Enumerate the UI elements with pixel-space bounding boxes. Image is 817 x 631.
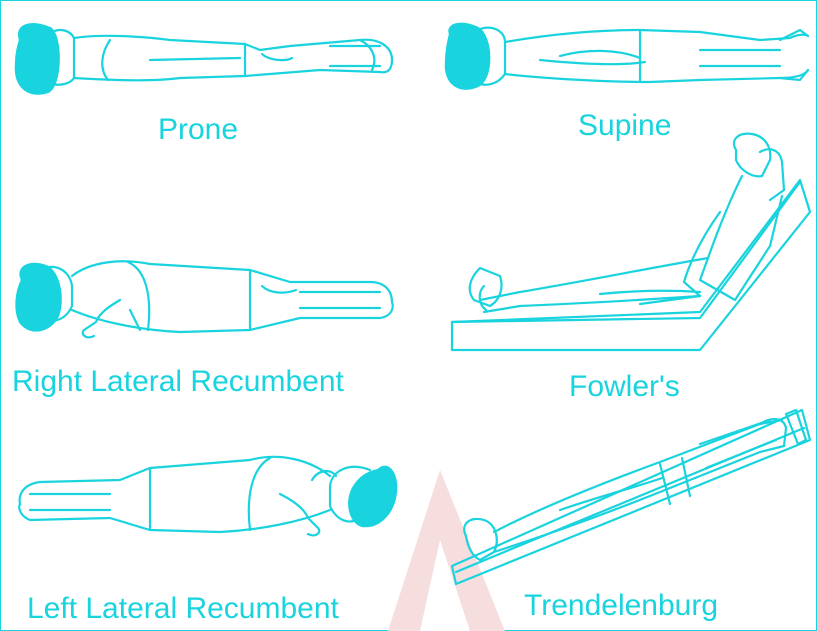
prone-figure (16, 24, 392, 93)
caption-trendelenburg: Trendelenburg (524, 591, 718, 621)
right-lateral-recumbent-figure (16, 261, 392, 337)
supine-figure (446, 24, 808, 89)
caption-left-lateral-recumbent: Left Lateral Recumbent (27, 594, 339, 624)
fowlers-figure (452, 134, 810, 350)
caption-right-lateral-recumbent: Right Lateral Recumbent (12, 367, 344, 397)
left-lateral-recumbent-figure (19, 457, 396, 535)
trendelenburg-figure (452, 410, 810, 584)
caption-fowlers: Fowler's (569, 372, 680, 402)
caption-prone: Prone (158, 115, 238, 145)
caption-supine: Supine (578, 111, 671, 141)
